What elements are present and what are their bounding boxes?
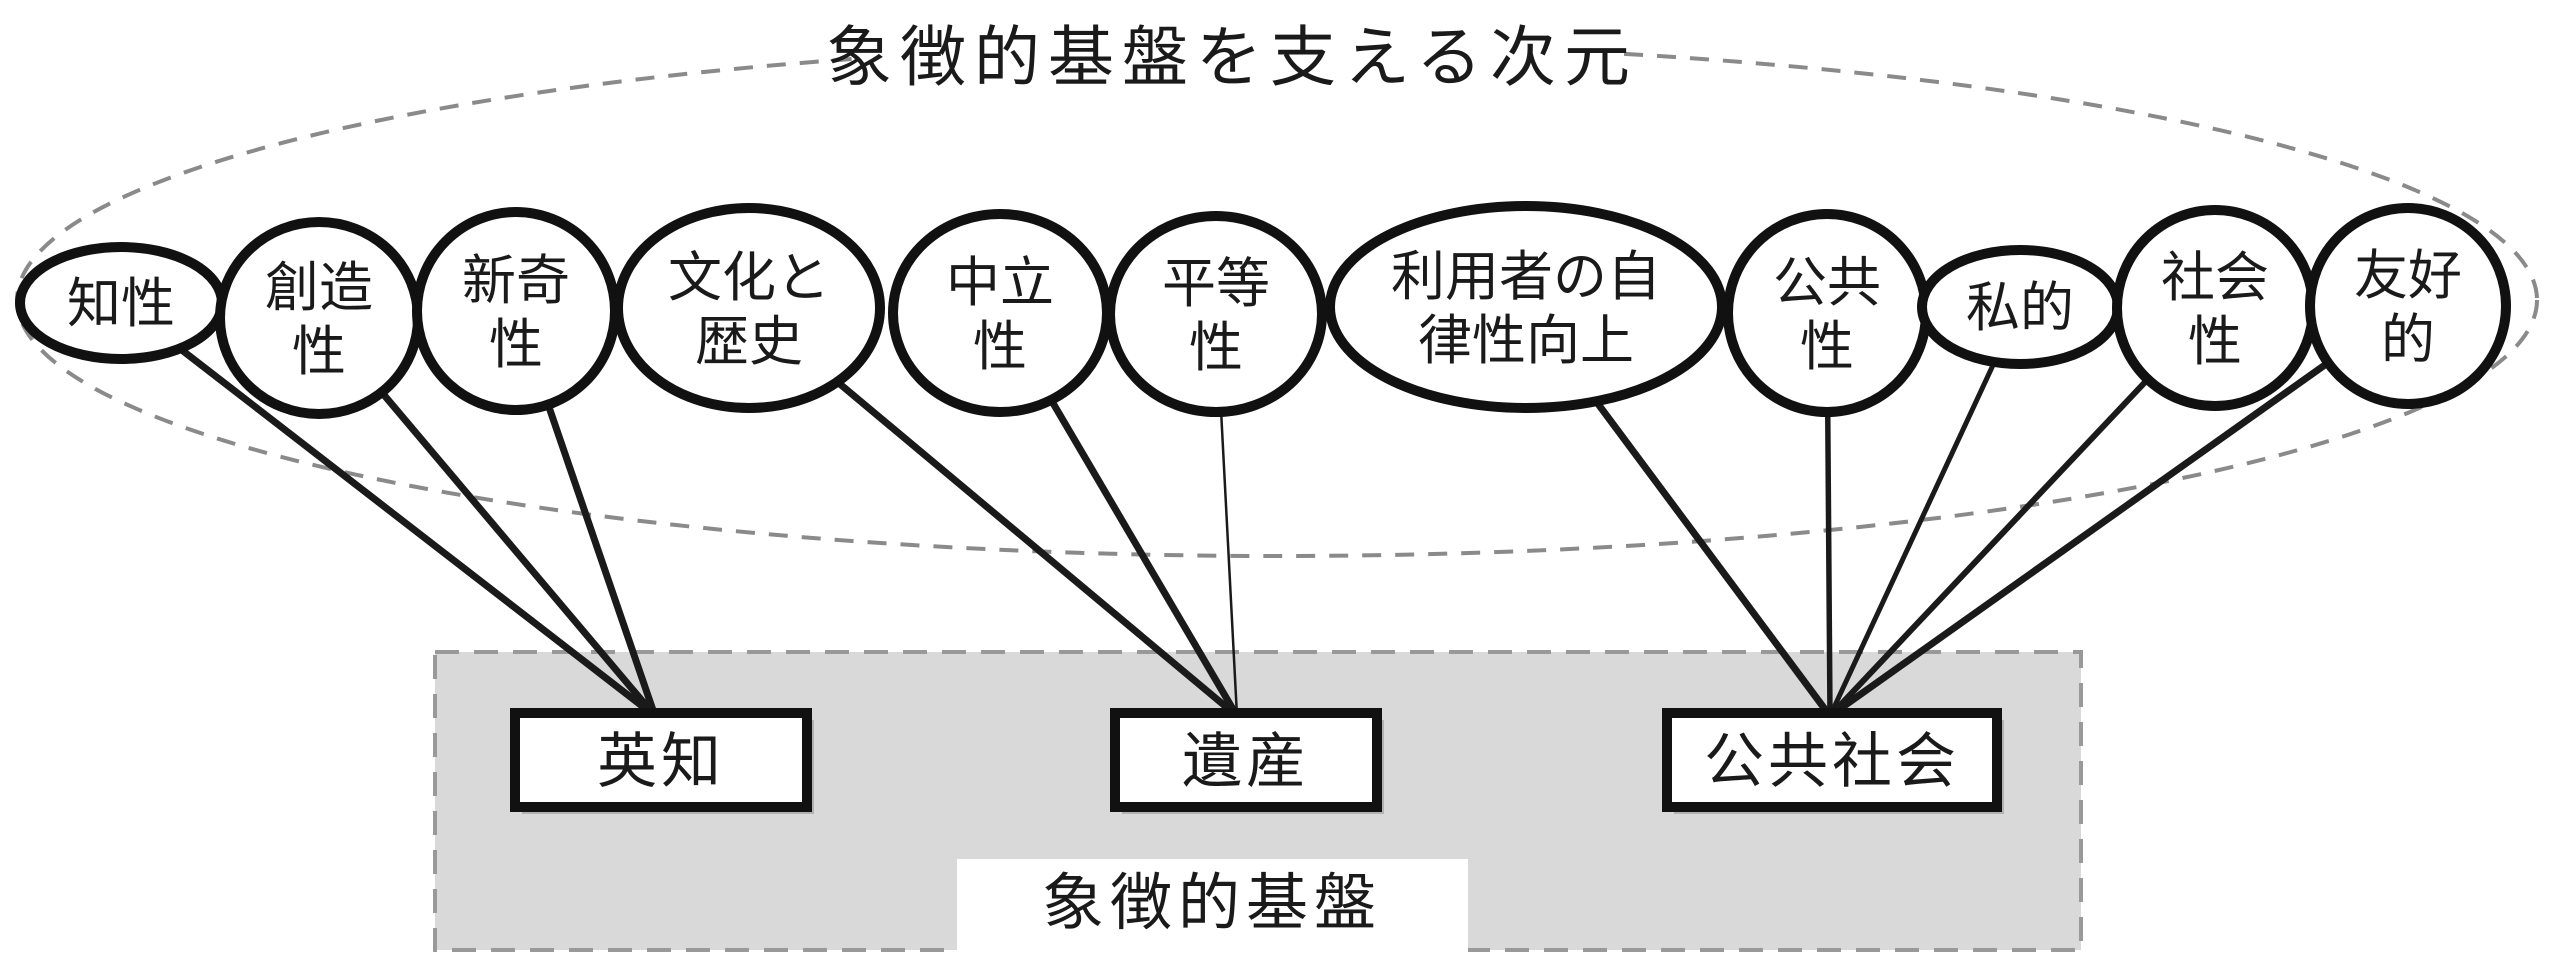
wisdom-box-label: 英知 [597,728,725,795]
label-equality-line2: 性 [1189,318,1243,378]
label-publicness-line1: 公共 [1773,253,1881,313]
connector-private-to-public [1827,305,2023,718]
ellipse-neutrality [888,209,1112,417]
dimension-labels: 知性 創造 性 新奇 性 文化と 歴史 中立 性 平等 性 利用者の自 律性向上… [67,246,2462,382]
label-sociality-line2: 性 [2188,312,2242,372]
ellipse-friendly [2305,203,2511,409]
group-box-labels: 英知 遺産 公共社会 [597,728,1960,795]
group-boxes [510,708,2004,814]
ellipse-publicness [1723,209,1931,417]
ellipse-novelty [412,207,620,415]
diagram-title: 象徴的基盤を支える次元 [826,20,1638,94]
label-friendly-line1: 友好 [2354,246,2462,306]
label-friendly-line2: 的 [2381,310,2435,370]
label-neutrality-line1: 中立 [946,253,1054,313]
label-culture-history-line2: 歴史 [695,312,803,372]
label-publicness-line2: 性 [1800,317,1854,377]
label-creativity-line1: 創造 [265,258,373,318]
title-plate [852,8,1614,102]
label-creativity-line2: 性 [292,322,346,382]
label-novelty-line2: 性 [489,315,543,375]
dimension-ellipses [15,201,2511,419]
public-society-box [1662,708,2002,812]
foundation-label: 象徴的基盤 [1042,869,1382,938]
label-private: 私的 [1966,278,2074,338]
label-user-autonomy-line1: 利用者の自 [1391,247,1661,307]
heritage-box [1110,708,1382,812]
ellipse-culture-and-history [613,203,885,413]
ellipse-user-autonomy-improvement [1325,201,1727,413]
label-user-autonomy-line2: 律性向上 [1418,311,1634,371]
ellipse-equality [1105,211,1327,417]
ellipse-creativity [215,217,423,419]
ellipse-sociality [2112,205,2318,411]
label-intellect: 知性 [67,274,175,334]
wisdom-box [510,708,812,812]
label-neutrality-line2: 性 [973,317,1027,377]
foundation-label-plate [957,859,1468,965]
heritage-box-label: 遺産 [1182,728,1310,795]
connector-friendly-to-public [1827,303,2411,719]
connector-intellect-to-wisdom [118,300,658,719]
label-culture-history-line1: 文化と [668,248,830,308]
label-sociality-line1: 社会 [2161,248,2269,308]
public-society-box-label: 公共社会 [1704,728,1960,795]
label-equality-line1: 平等 [1162,254,1270,314]
label-novelty-line1: 新奇 [462,251,570,311]
